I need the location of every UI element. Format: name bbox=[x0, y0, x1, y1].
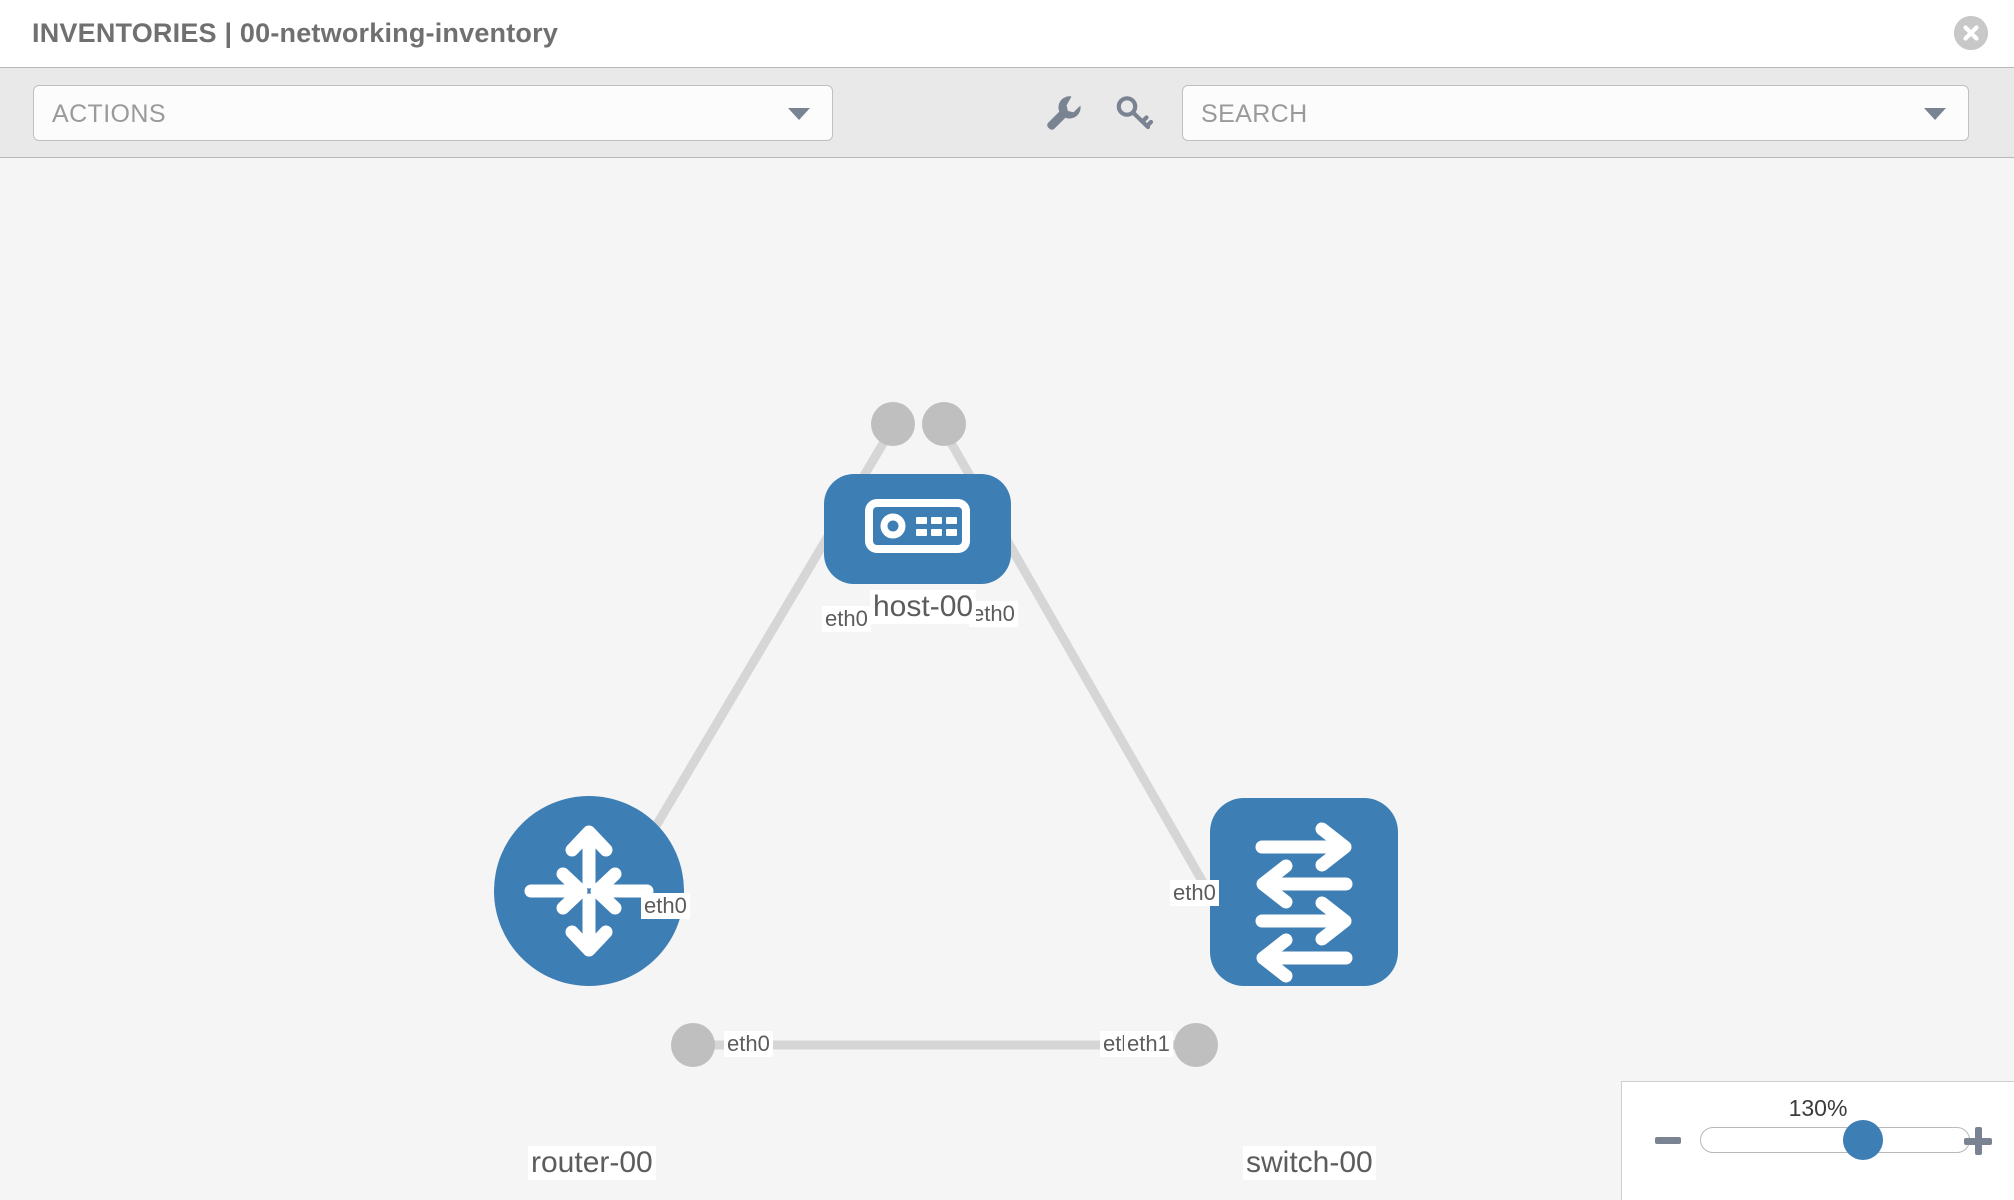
search-placeholder: SEARCH bbox=[1201, 100, 1308, 128]
page-title: INVENTORIES | 00-networking-inventory bbox=[32, 18, 559, 48]
edge-label-router-switch-left: eth0 bbox=[724, 1031, 773, 1057]
edge-label-host-router-near: eth0 bbox=[822, 606, 871, 632]
node-label-host-00: host-00 bbox=[870, 590, 977, 624]
edge-label-host-switch-near: eth0 bbox=[969, 601, 1018, 627]
close-icon[interactable] bbox=[1954, 16, 1988, 50]
zoom-slider-track[interactable] bbox=[1700, 1127, 1970, 1153]
router-arrows-icon bbox=[524, 825, 654, 957]
zoom-slider-thumb[interactable] bbox=[1842, 1120, 1883, 1160]
edge-label-router-host: eth0 bbox=[641, 893, 690, 919]
key-icon[interactable] bbox=[1112, 90, 1156, 134]
window-header: INVENTORIES | 00-networking-inventory bbox=[0, 0, 2014, 68]
search-input[interactable]: SEARCH bbox=[1182, 85, 1969, 141]
node-host-00[interactable] bbox=[824, 474, 1011, 584]
zoom-out-button[interactable] bbox=[1655, 1137, 1681, 1144]
chevron-down-icon[interactable] bbox=[1924, 108, 1946, 120]
toolbar: ACTIONS SEARCH bbox=[0, 68, 2014, 158]
zoom-in-button[interactable] bbox=[1964, 1127, 1992, 1155]
connector-dot bbox=[1174, 1023, 1218, 1067]
actions-dropdown-label: ACTIONS bbox=[52, 100, 166, 128]
connector-dot bbox=[922, 402, 966, 446]
edge-label-router-switch-right: eth1 bbox=[1124, 1031, 1173, 1057]
node-label-switch-00: switch-00 bbox=[1243, 1146, 1376, 1180]
node-switch-00[interactable] bbox=[1210, 798, 1398, 986]
zoom-control-panel: 130% bbox=[1621, 1081, 2014, 1200]
zoom-level-label: 130% bbox=[1788, 1095, 1848, 1121]
connector-dot bbox=[871, 402, 915, 446]
connector-dot bbox=[671, 1023, 715, 1067]
wrench-icon[interactable] bbox=[1040, 90, 1084, 134]
actions-dropdown[interactable]: ACTIONS bbox=[33, 85, 833, 141]
node-label-router-00: router-00 bbox=[528, 1146, 656, 1180]
topology-graph bbox=[494, 402, 1398, 1067]
server-icon bbox=[865, 499, 970, 553]
node-router-00[interactable] bbox=[494, 796, 684, 986]
topology-canvas[interactable]: eth0 eth0 eth0 eth0 eth0 etl eth1 host-0… bbox=[0, 158, 2014, 1200]
chevron-down-icon bbox=[788, 108, 810, 120]
edge-label-switch-host: eth0 bbox=[1170, 880, 1219, 906]
switch-arrows-icon bbox=[1255, 822, 1353, 983]
